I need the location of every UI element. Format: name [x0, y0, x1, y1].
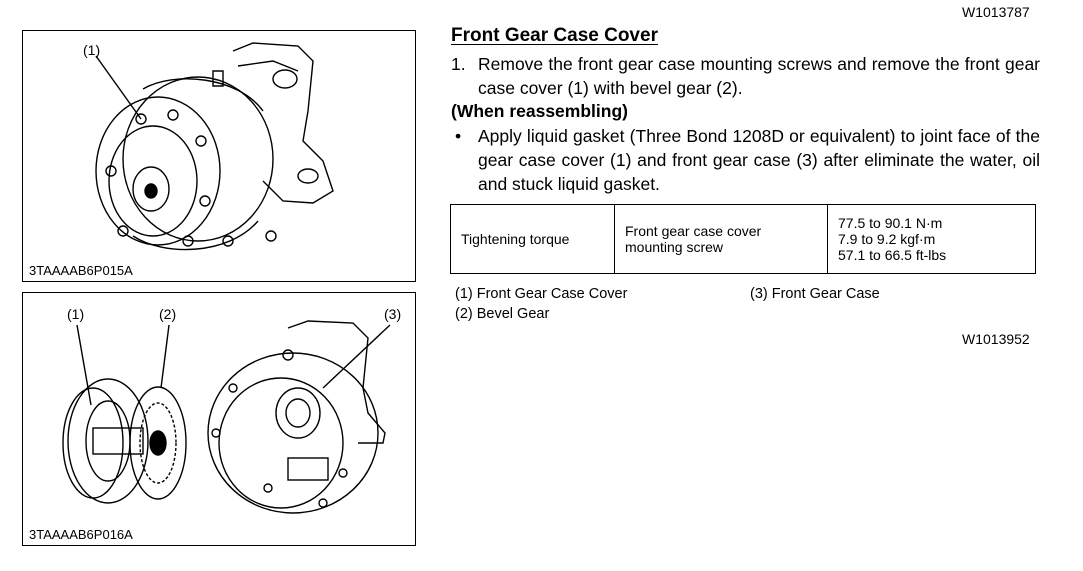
- document-id-bottom: W1013952: [962, 331, 1030, 347]
- figure-1-code: 3TAAAAB6P015A: [29, 263, 133, 278]
- legend-item: (3) Front Gear Case: [750, 286, 880, 302]
- section-title: Front Gear Case Cover: [451, 25, 658, 46]
- torque-table: Tightening torque Front gear case cover …: [450, 204, 1036, 274]
- callout-2: (2): [159, 306, 177, 322]
- torque-value-nm: 77.5 to 90.1 N·m: [838, 215, 943, 231]
- torque-item: Front gear case cover mounting screw: [614, 204, 828, 274]
- bullet-marker: •: [455, 126, 462, 146]
- torque-values: 77.5 to 90.1 N·m 7.9 to 9.2 kgf·m 57.1 t…: [827, 204, 1036, 274]
- step-text: Remove the front gear case mounting scre…: [478, 54, 1040, 98]
- figure-1: (1) 3TAAAAB6P015A: [22, 30, 416, 282]
- legend-item: (1) Front Gear Case Cover: [455, 286, 628, 302]
- gear-case-exploded-illustration: [62, 320, 391, 514]
- step-number: 1.: [451, 54, 466, 74]
- callout-1: (1): [83, 42, 101, 58]
- torque-label: Tightening torque: [450, 204, 615, 274]
- callout-3: (3): [384, 306, 402, 322]
- torque-value-kgfm: 7.9 to 9.2 kgf·m: [838, 231, 936, 247]
- figure-2: (1) (2) (3) 3TAAAAB6P016A: [22, 292, 416, 546]
- reassembly-heading: (When reassembling): [451, 101, 628, 121]
- gear-case-assembled-illustration: [95, 42, 334, 251]
- torque-value-ftlbs: 57.1 to 66.5 ft-lbs: [838, 247, 947, 263]
- callout-1: (1): [67, 306, 85, 322]
- figure-2-code: 3TAAAAB6P016A: [29, 527, 133, 542]
- legend-item: (2) Bevel Gear: [455, 306, 550, 322]
- document-id-top: W1013787: [962, 4, 1030, 20]
- bullet-text: Apply liquid gasket (Three Bond 1208D or…: [478, 126, 1040, 194]
